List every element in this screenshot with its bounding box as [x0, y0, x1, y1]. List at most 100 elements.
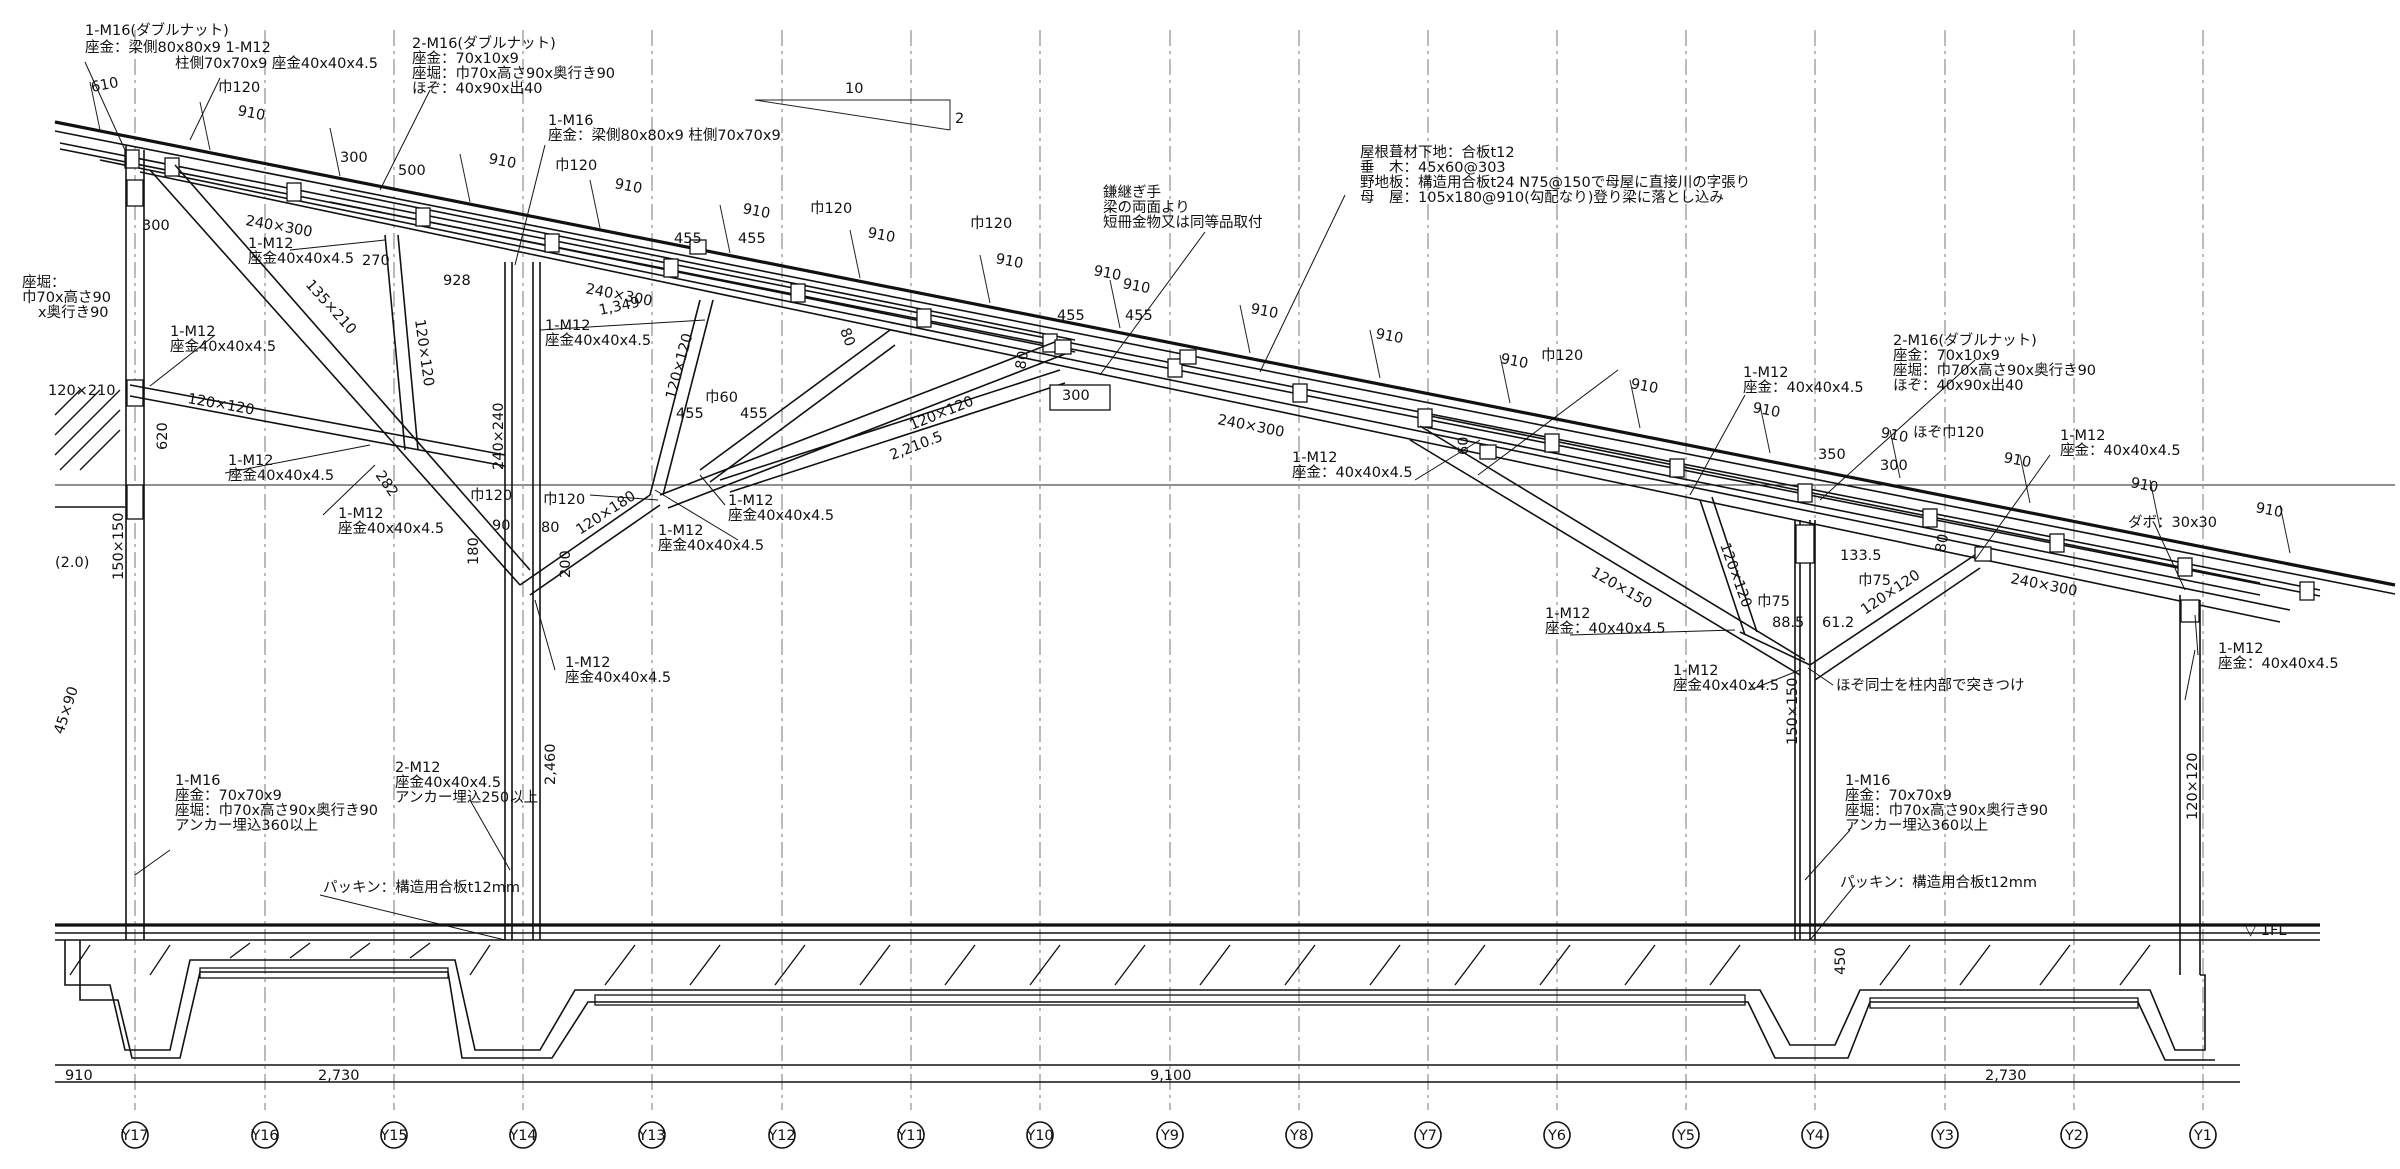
note-line: 梁の両面より	[1103, 199, 1190, 216]
dim-910: 910	[65, 1068, 93, 1084]
pitch-dim: 910	[1374, 326, 1404, 347]
grid-bubbles	[121, 1121, 2217, 1149]
note-line: 1-M12	[1743, 365, 1788, 381]
note-line: x奥行き90	[38, 304, 109, 321]
width-label: 巾120	[218, 79, 260, 96]
dim-450: 450	[1833, 947, 1849, 975]
grid-label: Y15	[379, 1128, 407, 1144]
pitch-dim: 910	[487, 151, 517, 172]
leader-lines	[84, 61, 2199, 941]
grid-label: Y16	[250, 1128, 278, 1144]
note-line: 座金：梁側80x80x9 柱側70x70x9	[548, 127, 781, 144]
note-19: 1-M12 座金40x40x4.5	[1673, 663, 1779, 694]
note-line: 1-M12	[1673, 663, 1718, 679]
note-line: 鎌継ぎ手	[1103, 184, 1161, 201]
grid-label: Y3	[1935, 1128, 1954, 1144]
note-line: 座金：40x40x4.5	[1743, 379, 1864, 396]
note-line: 座堀：巾70x高さ90x奥行き90	[1893, 362, 2096, 379]
note-line: 巾70x高さ90	[22, 289, 111, 306]
dim-133-5: 133.5	[1840, 548, 1882, 564]
note-line: 座金40x40x4.5	[545, 332, 651, 349]
small-dim: 300	[1880, 458, 1908, 474]
grid-label: Y8	[1289, 1128, 1308, 1144]
note-line: 座金：梁側80x80x9 1-M12	[85, 39, 271, 56]
small-dim: 455	[674, 231, 702, 247]
note-24: パッキン：構造用合板t12mm	[323, 878, 520, 896]
truss-members	[519, 239, 1992, 681]
pitch-dim: 910	[2002, 450, 2032, 471]
pitch-dim: 910	[1751, 400, 1781, 421]
pitch-dim: 910	[1092, 263, 1122, 284]
note-line: 座金40x40x4.5	[658, 537, 764, 554]
slope-rise: 2	[955, 111, 964, 127]
grid-label: Y11	[896, 1128, 924, 1144]
rafter-pitch-dims: 610 910 910 910 910 910 910 910 910 910 …	[90, 75, 2285, 521]
note-4: 屋根葺材下地：合板t12 垂 木：45x60@303 野地板：構造用合板t24 …	[1360, 143, 1750, 206]
note-line: アンカー埋込360以上	[175, 817, 318, 834]
width-label: 巾120	[555, 157, 597, 174]
grid-label: Y13	[637, 1128, 665, 1144]
width-label: 巾120	[543, 491, 585, 508]
note-line: 座金：70x70x9	[175, 787, 282, 804]
small-dim: 500	[398, 163, 426, 179]
small-dim: 300	[1062, 388, 1090, 404]
note-26: パッキン：構造用合板t12mm	[1840, 873, 2037, 891]
pitch-dim: 910	[1249, 301, 1279, 322]
member-size: 120×210	[48, 383, 116, 399]
pitch-dim: 910	[994, 251, 1024, 272]
pitch-dim: 910	[866, 225, 896, 246]
note-16: 1-M12 座金：40x40x4.5	[1743, 365, 1864, 396]
pitch-dim: 910	[741, 201, 771, 222]
grid-label: Y1	[2193, 1128, 2212, 1144]
dim-928: 928	[443, 273, 471, 289]
note-line: アンカー埋込360以上	[1845, 817, 1988, 834]
note-line: 座金40x40x4.5	[228, 467, 334, 484]
roof-assembly	[54, 81, 2396, 623]
width-label: 巾120	[470, 487, 512, 504]
note-line: アンカー埋込250以上	[395, 789, 538, 806]
note-line: 1-M16	[175, 773, 220, 789]
note-line: ほぞ：40x90x出40	[1893, 377, 2024, 394]
note-line: 座堀：巾70x高さ90x奥行き90	[175, 802, 378, 819]
note-2: 2-M16(ダブルナット) 座金：70x10x9 座堀：巾70x高さ90x奥行き…	[412, 34, 615, 97]
note-line: 座金40x40x4.5	[728, 507, 834, 524]
grid-label: Y2	[2064, 1128, 2083, 1144]
small-dim: 300	[142, 218, 170, 234]
small-dim: 455	[1057, 308, 1085, 324]
grid-label: Y7	[1418, 1128, 1437, 1144]
note-1: 1-M16(ダブルナット) 座金：梁側80x80x9 1-M12 柱側70x70…	[85, 21, 378, 72]
small-dim: 80	[836, 326, 857, 349]
small-dim: 350	[1818, 447, 1846, 463]
slope-run: 10	[845, 81, 863, 97]
dim-9100: 9,100	[1150, 1068, 1192, 1084]
note-line: 1-M12	[228, 453, 273, 469]
width-label: 巾120	[970, 215, 1012, 232]
small-dims: 300 500 300 270 455 455 455 455 455 455 …	[142, 150, 1952, 578]
note-line: 1-M12	[2218, 641, 2263, 657]
note-line: 母 屋：105x180@910(勾配なり)登り梁に落とし込み	[1360, 189, 1724, 206]
grid-bubble-labels: Y17 Y16 Y15 Y14 Y13 Y12 Y11 Y10 Y9 Y8 Y7…	[120, 1128, 2212, 1144]
pitch-dim: 910	[236, 103, 266, 124]
note-line: 1-M12	[728, 493, 773, 509]
small-dim: 270	[362, 253, 390, 269]
note-line: 1-M12	[248, 236, 293, 252]
note-line: 1-M16(ダブルナット)	[85, 21, 229, 39]
pitch-dim: 910	[1499, 351, 1529, 372]
note-5: 鎌継ぎ手 梁の両面より 短冊金物又は同等品取付	[1103, 184, 1263, 231]
dim-61-2: 61.2	[1822, 615, 1854, 631]
note-line: 2-M16(ダブルナット)	[1893, 331, 2037, 349]
note-line: 座金40x40x4.5	[395, 774, 501, 791]
pitch-dim: 910	[613, 176, 643, 197]
note-line: 座金：40x40x4.5	[1292, 464, 1413, 481]
note-line: 屋根葺材下地：合板t12	[1360, 143, 1515, 161]
note-12: 1-M12 座金40x40x4.5	[658, 523, 764, 554]
note-line: 1-M12	[338, 506, 383, 522]
note-line: 垂 木：45x60@303	[1360, 159, 1506, 176]
small-dim: 180	[466, 537, 482, 565]
note-21: 2-M16(ダブルナット) 座金：70x10x9 座堀：巾70x高さ90x奥行き…	[1893, 331, 2096, 394]
grid-label: Y4	[1805, 1128, 1824, 1144]
note-20: 1-M12 座金：40x40x4.5	[2218, 641, 2339, 672]
note-15: 1-M12 座金：40x40x4.5	[1292, 450, 1413, 481]
foundation	[54, 389, 2320, 1083]
